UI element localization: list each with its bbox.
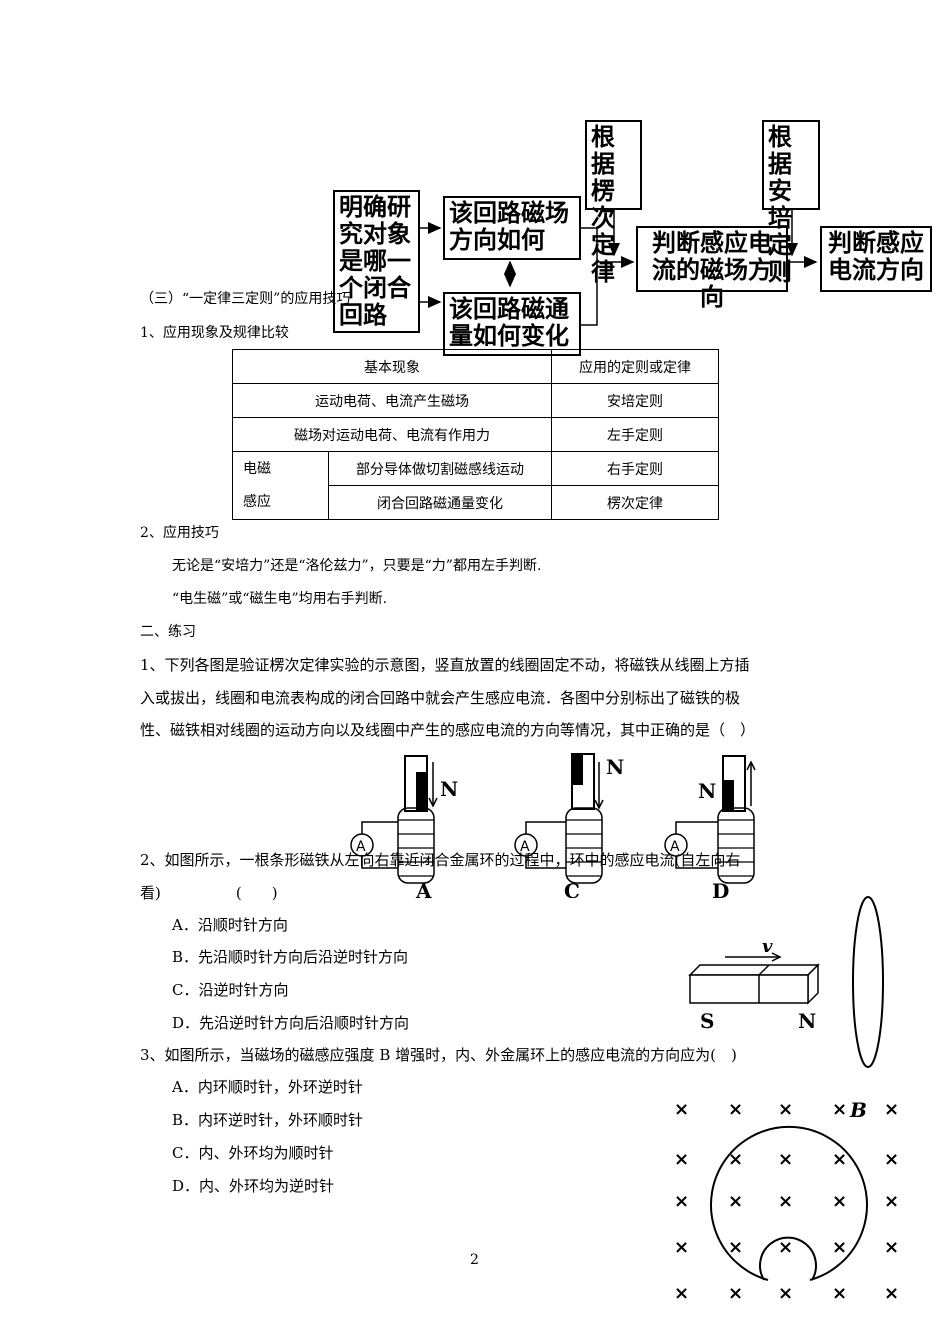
group-label: 电磁 xyxy=(243,460,271,477)
option-label: A xyxy=(415,879,432,898)
velocity-label: v xyxy=(762,936,773,957)
field-cross: × xyxy=(884,1191,899,1212)
field-cross: × xyxy=(884,1099,899,1120)
field-cross: × xyxy=(728,1237,743,1258)
q3-text: 3、如图所示，当磁场的磁感应强度 B 增强时，内、外金属环上的感应电流的方向应为… xyxy=(140,1046,737,1064)
tip-line: 无论是“安培力”还是“洛伦兹力”，只要是“力”都用左手判断. xyxy=(172,558,542,574)
metal-ring xyxy=(852,896,884,1068)
table-cell: 右手定则 xyxy=(551,451,719,486)
field-cross: × xyxy=(778,1191,793,1212)
pole-label: N xyxy=(440,777,458,801)
field-cross: × xyxy=(832,1283,847,1304)
field-cross: × xyxy=(884,1237,899,1258)
field-cross: × xyxy=(674,1237,689,1258)
flow-box-current-direction: 判断感应电流方向 xyxy=(820,226,932,292)
field-cross: × xyxy=(832,1099,847,1120)
q1-text: 性、磁铁相对线圈的运动方向以及线圈中产生的感应电流的方向等情况，其中正确的是（ … xyxy=(140,721,756,739)
field-cross: × xyxy=(674,1283,689,1304)
q3-option: D．内、外环均为逆时针 xyxy=(172,1177,335,1195)
field-cross: × xyxy=(778,1283,793,1304)
figure-a: N A A xyxy=(350,755,458,898)
table-row: 闭合回路磁通量变化 楞次定律 xyxy=(233,485,719,520)
field-crosses: × × × × × × × × × × × × × × × × × × × × × × × × × xyxy=(674,1099,899,1304)
field-cross: × xyxy=(728,1191,743,1212)
field-cross: × xyxy=(832,1149,847,1170)
table-header-cell: 应用的定则或定律 xyxy=(551,349,719,384)
q2-figure: v S N xyxy=(688,896,884,1068)
field-cross: × xyxy=(832,1237,847,1258)
table-cell: 磁场对运动电荷、电流有作用力 xyxy=(232,417,552,452)
south-pole-label: S xyxy=(700,1009,714,1033)
field-cross: × xyxy=(728,1283,743,1304)
field-cross: × xyxy=(674,1149,689,1170)
practice-title: 二、练习 xyxy=(140,624,196,640)
table-group-cell: 电磁 感应 xyxy=(232,451,329,520)
q3-option: B．内环逆时针，外环顺时针 xyxy=(172,1111,364,1129)
q1-text: 入或拔出，线圈和电流表构成的闭合回路中就会产生感应电流．各图中分别标出了磁铁的极 xyxy=(140,689,741,707)
item-comparison-title: 1、应用现象及规律比较 xyxy=(140,325,289,341)
q3-option: A．内环顺时针，外环逆时针 xyxy=(172,1078,363,1096)
q1-text: 1、下列各图是验证楞次定律实验的示意图，竖直放置的线圈固定不动，将磁铁从线圈上方… xyxy=(140,656,750,674)
option-label: D xyxy=(712,879,729,898)
flow-box-induced-field: 判断感应电流的磁场方向 xyxy=(636,226,788,311)
section-title: （三）“一定律三定则”的应用技巧 xyxy=(140,291,351,307)
figure-d: N A D xyxy=(664,755,756,898)
table-cell: 左手定则 xyxy=(551,417,719,452)
table-cell: 楞次定律 xyxy=(551,485,719,520)
flowchart-arrows xyxy=(420,208,818,326)
outer-ring xyxy=(710,1125,868,1281)
tip-line: “电生磁”或“磁生电”均用右手判断. xyxy=(172,591,388,607)
pole-label: N xyxy=(606,755,624,779)
ammeter-label: A xyxy=(670,839,680,855)
table-header-row: 基本现象 应用的定则或定律 xyxy=(232,349,719,384)
q2-option: C．沿逆时针方向 xyxy=(172,981,289,999)
page-number: 2 xyxy=(470,1252,479,1268)
field-cross: × xyxy=(778,1099,793,1120)
table-cell: 安培定则 xyxy=(551,383,719,418)
q3-figure: × × × × × × × × × × × × × × × × × × × × × × × × × B xyxy=(674,1098,899,1304)
q2-option: B．先沿顺时针方向后沿逆时针方向 xyxy=(172,948,409,966)
table-row: 运动电荷、电流产生磁场 安培定则 xyxy=(232,383,719,418)
field-cross: × xyxy=(778,1237,793,1258)
field-label: B xyxy=(849,1098,867,1122)
flow-box-flux-change: 该回路磁通量如何变化 xyxy=(443,292,581,356)
table-header-cell: 基本现象 xyxy=(232,349,552,384)
q2-text: 看) ( ) xyxy=(140,884,278,902)
flow-box-ampere-rule: 根据安培定则 xyxy=(762,120,820,286)
table-cell: 部分导体做切割磁感线运动 xyxy=(328,451,552,486)
q2-text: 2、如图所示，一根条形磁铁从左向右靠近闭合金属环的过程中，环中的感应电流(自左向… xyxy=(140,851,741,869)
table-cell: 闭合回路磁通量变化 xyxy=(328,485,552,520)
ammeter-label: A xyxy=(520,839,530,855)
inner-ring xyxy=(759,1236,817,1281)
flow-box-field-direction: 该回路磁场方向如何 xyxy=(443,196,581,260)
field-cross: × xyxy=(674,1099,689,1120)
field-cross: × xyxy=(884,1283,899,1304)
figure-c: N A C xyxy=(514,753,624,898)
pole-label: N xyxy=(698,779,716,803)
item-tips-title: 2、应用技巧 xyxy=(140,525,219,541)
field-cross: × xyxy=(884,1149,899,1170)
q2-option: D．先沿逆时针方向后沿顺时针方向 xyxy=(172,1014,410,1032)
q3-option: C．内、外环均为顺时针 xyxy=(172,1144,334,1162)
q1-figure: N A A N A C N A D xyxy=(350,753,756,898)
ammeter-label: A xyxy=(356,839,366,855)
flow-box-object: 明确研究对象是哪一个闭合回路 xyxy=(333,190,420,333)
table-row: 磁场对运动电荷、电流有作用力 左手定则 xyxy=(232,417,719,452)
flow-box-lenz-law: 根据楞次定律 xyxy=(585,120,642,286)
bar-magnet xyxy=(688,963,820,1005)
field-cross: × xyxy=(728,1099,743,1120)
field-cross: × xyxy=(728,1149,743,1170)
group-label: 感应 xyxy=(243,493,271,510)
north-pole-label: N xyxy=(798,1009,816,1033)
law-table: 基本现象 应用的定则或定律 运动电荷、电流产生磁场 安培定则 磁场对运动电荷、电… xyxy=(232,349,719,520)
table-row: 电磁 感应 部分导体做切割磁感线运动 右手定则 xyxy=(232,451,719,520)
table-cell: 运动电荷、电流产生磁场 xyxy=(232,383,552,418)
field-cross: × xyxy=(832,1191,847,1212)
field-cross: × xyxy=(778,1149,793,1170)
field-cross: × xyxy=(674,1191,689,1212)
option-label: C xyxy=(564,879,580,898)
q2-option: A．沿顺时针方向 xyxy=(172,916,288,934)
